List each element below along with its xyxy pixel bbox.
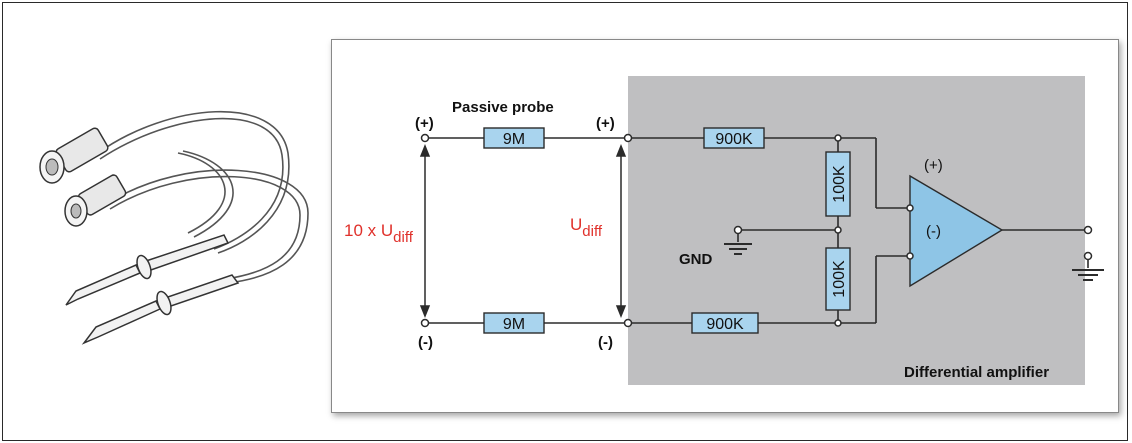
node-opamp-plus [906,204,914,212]
bnc-connector-icon [39,127,127,227]
resistor-probe-bottom-label: 9M [503,316,525,333]
resistor-probe-top [483,127,545,149]
probe-tip-icon [65,234,240,345]
opamp-plus-label: (+) [924,157,943,174]
node-mid [834,226,842,234]
probe-title: Passive probe [452,99,554,116]
opamp-triangle [909,174,1004,288]
resistor-amp-bottom-label: 900K [706,316,744,333]
terminals [420,133,1093,328]
terminal-output-gnd [1083,251,1093,261]
terminal-probe-plus [623,133,633,143]
node-opamp-minus [906,252,914,260]
node-bottom [834,319,842,327]
output-ground-icon [1072,269,1104,281]
resistor-amp-top [703,127,765,149]
input-minus-label: (-) [418,334,433,351]
resistor-divider-bottom [825,247,851,311]
resistor-probe-bottom [483,312,545,334]
resistor-probe-top-label: 9M [503,131,525,148]
wires [425,137,1089,324]
probe-out-plus-label: (+) [596,115,615,132]
resistor-amp-top-label: 900K [715,131,753,148]
terminal-input-minus [420,318,430,328]
voltage-arrows [419,143,627,319]
resistor-divider-bottom-label: 100K [831,260,848,298]
probe-out-minus-label: (-) [598,334,613,351]
gnd-label: GND [679,251,713,268]
circuit-schematic: Passive probe (+) (-) (+) (-) 9M 9M 900K… [344,76,1104,385]
schematic-panel: Passive probe (+) (-) (+) (-) 9M 9M 900K… [331,39,1119,413]
terminal-gnd [733,225,743,235]
amplifier-title: Differential amplifier [904,364,1049,381]
terminal-probe-minus [623,318,633,328]
resistor-divider-top [825,151,851,217]
node-top [834,134,842,142]
input-plus-label: (+) [415,115,434,132]
resistor-amp-bottom [691,312,759,334]
probe-cables-illustration [39,110,309,345]
opamp-minus-label: (-) [926,223,941,240]
terminal-input-plus [420,133,430,143]
terminal-output [1083,225,1093,235]
resistor-divider-top-label: 100K [831,165,848,203]
input-voltage-label: 10 x Udiff [344,221,414,246]
ground-icon [724,243,752,255]
diff-voltage-label: Udiff [570,215,603,240]
